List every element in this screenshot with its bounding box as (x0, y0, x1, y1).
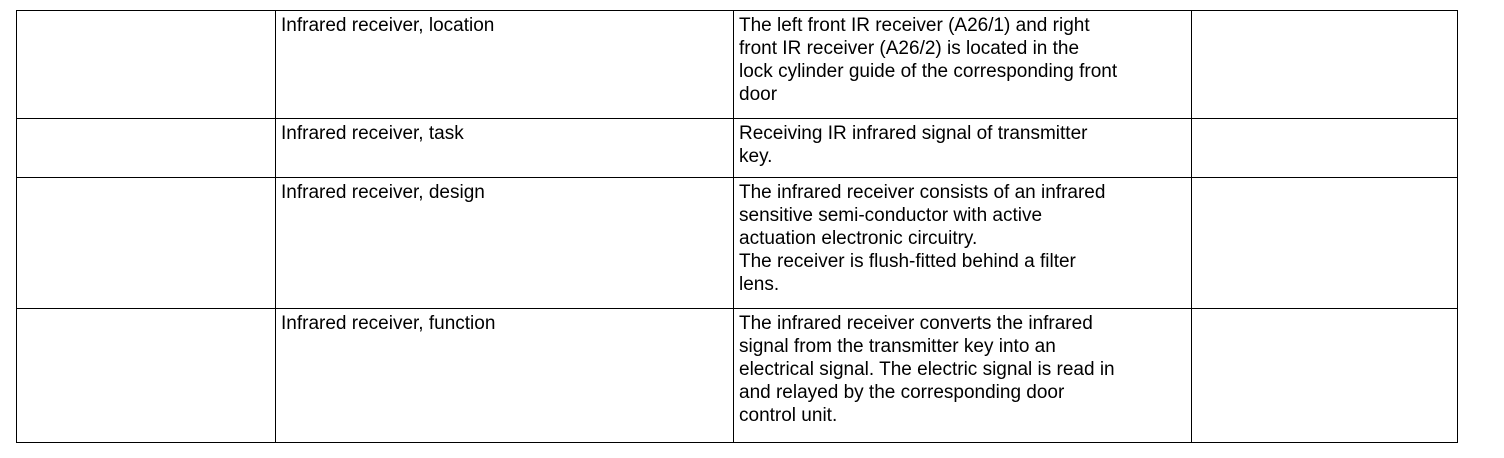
table-row-location: Infrared receiver, location The left fro… (16, 10, 1458, 119)
blank-cell-left (16, 118, 276, 178)
blank-cell-right (1191, 177, 1458, 309)
description-cell: The infrared receiver consists of an inf… (733, 177, 1192, 309)
table-row-task: Infrared receiver, task Receiving IR inf… (16, 118, 1458, 178)
table-row-function: Infrared receiver, function The infrared… (16, 308, 1458, 443)
table-row-design: Infrared receiver, design The infrared r… (16, 177, 1458, 309)
topic-cell: Infrared receiver, location (275, 10, 734, 119)
blank-cell-left (16, 308, 276, 443)
description-cell: Receiving IR infrared signal of transmit… (733, 118, 1192, 178)
topic-cell: Infrared receiver, design (275, 177, 734, 309)
topic-cell: Infrared receiver, function (275, 308, 734, 443)
blank-cell-right (1191, 308, 1458, 443)
blank-cell-right (1191, 10, 1458, 119)
topic-cell: Infrared receiver, task (275, 118, 734, 178)
blank-cell-left (16, 177, 276, 309)
description-cell: The infrared receiver converts the infra… (733, 308, 1192, 443)
document-table: Infrared receiver, location The left fro… (16, 10, 1458, 443)
description-cell: The left front IR receiver (A26/1) and r… (733, 10, 1192, 119)
blank-cell-right (1191, 118, 1458, 178)
blank-cell-left (16, 10, 276, 119)
